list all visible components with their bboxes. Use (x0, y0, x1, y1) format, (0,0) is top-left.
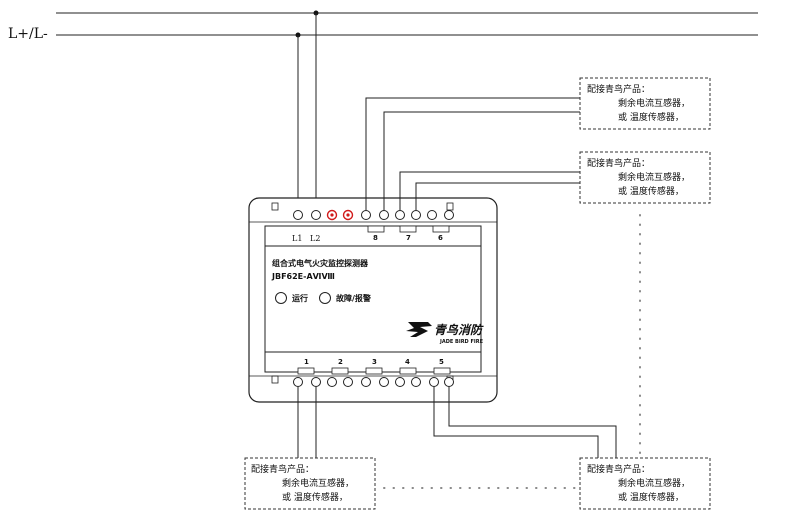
terminal-7b (411, 210, 421, 220)
device-front-panel (264, 245, 482, 353)
sensor-box-3-title: 配接青鸟产品： (251, 463, 314, 475)
wire-ch5-b (448, 387, 617, 458)
terminal-6b (444, 210, 454, 220)
wire-ch7-b (415, 182, 580, 210)
terminal-4a (395, 377, 405, 387)
terminal-label-l2: L2 (310, 234, 320, 243)
terminal-3a (361, 377, 371, 387)
brand-logo: 青鸟消防 JADE BIRD FIRE (406, 322, 484, 345)
channel-tab-5 (433, 367, 451, 375)
channel-label-7: 7 (406, 234, 411, 242)
terminal-7a (395, 210, 405, 220)
terminal-5a (429, 377, 439, 387)
bird-logo-icon (406, 322, 432, 337)
channel-label-2: 2 (338, 358, 343, 366)
sensor-box-4-line2: 或 温度传感器， (618, 491, 684, 503)
sensor-box-2: 配接青鸟产品： 剩余电流互感器， 或 温度传感器， (579, 151, 711, 204)
clip-top-right (446, 202, 454, 211)
wire-ch7-a (399, 171, 580, 210)
terminal-l1 (293, 210, 303, 220)
run-indicator-label: 运行 (292, 293, 308, 303)
channel-label-6: 6 (438, 234, 443, 242)
detector-device: 组合式电气火灾监控探测器 JBF62E-AⅥⅧ 运行 故障/报警 青鸟消防 JA… (248, 197, 498, 403)
terminal-red-2-dot (346, 213, 350, 217)
sensor-box-3-frame (244, 457, 376, 510)
channel-label-1: 1 (304, 358, 309, 366)
sensor-box-4-title: 配接青鸟产品： (587, 463, 650, 475)
sensor-box-4-line1: 剩余电流互感器， (618, 477, 690, 489)
terminal-6a (427, 210, 437, 220)
sensor-box-2-title: 配接青鸟产品： (587, 157, 650, 169)
brand-name-en: JADE BIRD FIRE (439, 339, 484, 345)
wire-ch8-a (365, 97, 580, 210)
terminal-8a (361, 210, 371, 220)
channel-tab-3 (365, 367, 383, 375)
channel-tab-6 (432, 225, 450, 233)
channel-tab-4 (399, 367, 417, 375)
brand-name-cn: 青鸟消防 (434, 323, 484, 337)
sensor-box-1-line2: 或 温度传感器， (618, 111, 684, 123)
terminal-2a (327, 377, 337, 387)
sensor-box-1-line1: 剩余电流互感器， (618, 97, 690, 109)
channel-label-4: 4 (405, 358, 410, 366)
run-indicator-icon (275, 292, 287, 304)
sensor-box-1: 配接青鸟产品： 剩余电流互感器， 或 温度传感器， (579, 77, 711, 130)
channel-label-8: 8 (373, 234, 378, 242)
terminal-3b (379, 377, 389, 387)
terminal-label-l1: L1 (292, 234, 302, 243)
fault-alarm-indicator-icon (319, 292, 331, 304)
channel-tab-2 (331, 367, 349, 375)
terminal-1b (311, 377, 321, 387)
terminal-red-1-dot (330, 213, 334, 217)
sensor-box-4-frame (579, 457, 711, 510)
power-label: L+/L- (8, 26, 48, 42)
sensor-box-3-line1: 剩余电流互感器， (282, 477, 354, 489)
sensor-box-2-line2: 或 温度传感器， (618, 185, 684, 197)
terminal-2b (343, 377, 353, 387)
channel-tab-8 (367, 225, 385, 233)
terminal-5b (444, 377, 454, 387)
channel-tab-7 (399, 225, 417, 233)
sensor-box-2-frame (579, 151, 711, 204)
clip-bottom-left (271, 375, 279, 384)
terminal-l2 (311, 210, 321, 220)
device-model: JBF62E-AⅥⅧ (271, 272, 335, 281)
channel-label-3: 3 (372, 358, 377, 366)
wire-ch8-b (383, 111, 580, 210)
top-terminal-row: L1 L2 8 7 6 (292, 209, 454, 243)
channel-tab-1 (297, 367, 315, 375)
clip-top-left (271, 202, 279, 211)
wire-ch5-a (433, 387, 599, 458)
bottom-terminal-row: 1 2 3 4 5 (293, 358, 454, 387)
terminal-8b (379, 210, 389, 220)
sensor-box-3-line2: 或 温度传感器， (282, 491, 348, 503)
fault-alarm-indicator-label: 故障/报警 (336, 293, 371, 303)
sensor-box-1-title: 配接青鸟产品： (587, 83, 650, 95)
device-name: 组合式电气火灾监控探测器 (272, 258, 369, 268)
sensor-box-1-frame (579, 77, 711, 130)
terminal-1a (293, 377, 303, 387)
sensor-box-4: 配接青鸟产品： 剩余电流互感器， 或 温度传感器， (579, 457, 711, 510)
channel-label-5: 5 (439, 358, 444, 366)
sensor-box-3: 配接青鸟产品： 剩余电流互感器， 或 温度传感器， (244, 457, 376, 510)
terminal-4b (411, 377, 421, 387)
sensor-box-2-line1: 剩余电流互感器， (618, 171, 690, 183)
